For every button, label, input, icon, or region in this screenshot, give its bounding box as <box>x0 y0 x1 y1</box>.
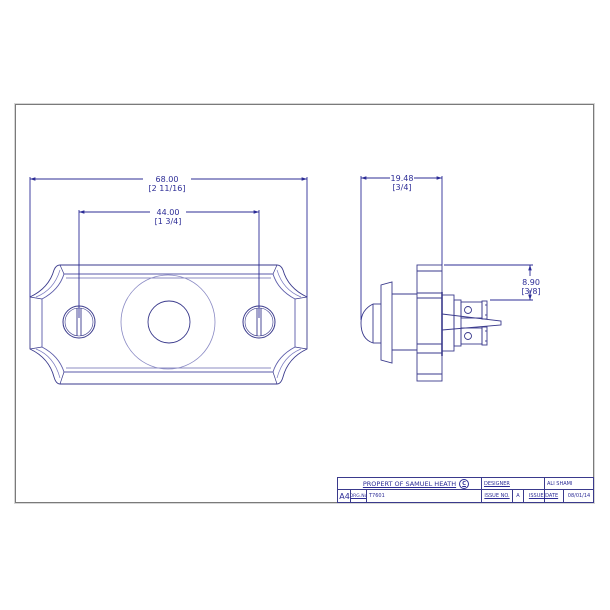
owner-text: PROPERT OF SAMUEL HEATH C <box>352 478 480 489</box>
sheet-size: A4 <box>339 491 350 501</box>
issue-no-value: A <box>516 493 520 499</box>
dim-hole-spacing: 44.00 <box>157 208 180 217</box>
issue-no-label: ISSUE NO. <box>484 493 510 499</box>
copyright-icon: C <box>459 478 470 489</box>
drg-no-label: DRG.No <box>351 493 366 499</box>
issue-date-value: 08/01/14 <box>567 493 591 499</box>
dim-depth: 19.48 <box>391 174 414 183</box>
front-view <box>29 264 308 385</box>
issue-date-label: ISSUE DATE <box>528 493 559 499</box>
dim-overall-width: 68.00 <box>156 175 179 184</box>
dim-hole-spacing-imperial: [1 3/4] <box>155 217 182 226</box>
side-view <box>360 264 502 382</box>
dim-overall-width-imperial: [2 11/16] <box>149 184 186 193</box>
dim-terminal-offset-imperial: [3/8] <box>521 287 540 296</box>
designer-value: ALI SHAMI <box>547 480 573 487</box>
drawing-frame <box>15 104 594 503</box>
side-dimensions <box>360 176 533 320</box>
front-dimensions <box>29 177 308 318</box>
drg-no-value: T7601 <box>369 493 385 499</box>
designer-label: DESIGNER <box>484 480 510 487</box>
title-block: PROPERT OF SAMUEL HEATH C DESIGNER ALI S… <box>337 477 594 503</box>
title-block-divider <box>338 489 593 490</box>
dim-depth-imperial: [3/4] <box>392 183 411 192</box>
dim-terminal-offset: 8.90 <box>522 278 540 287</box>
